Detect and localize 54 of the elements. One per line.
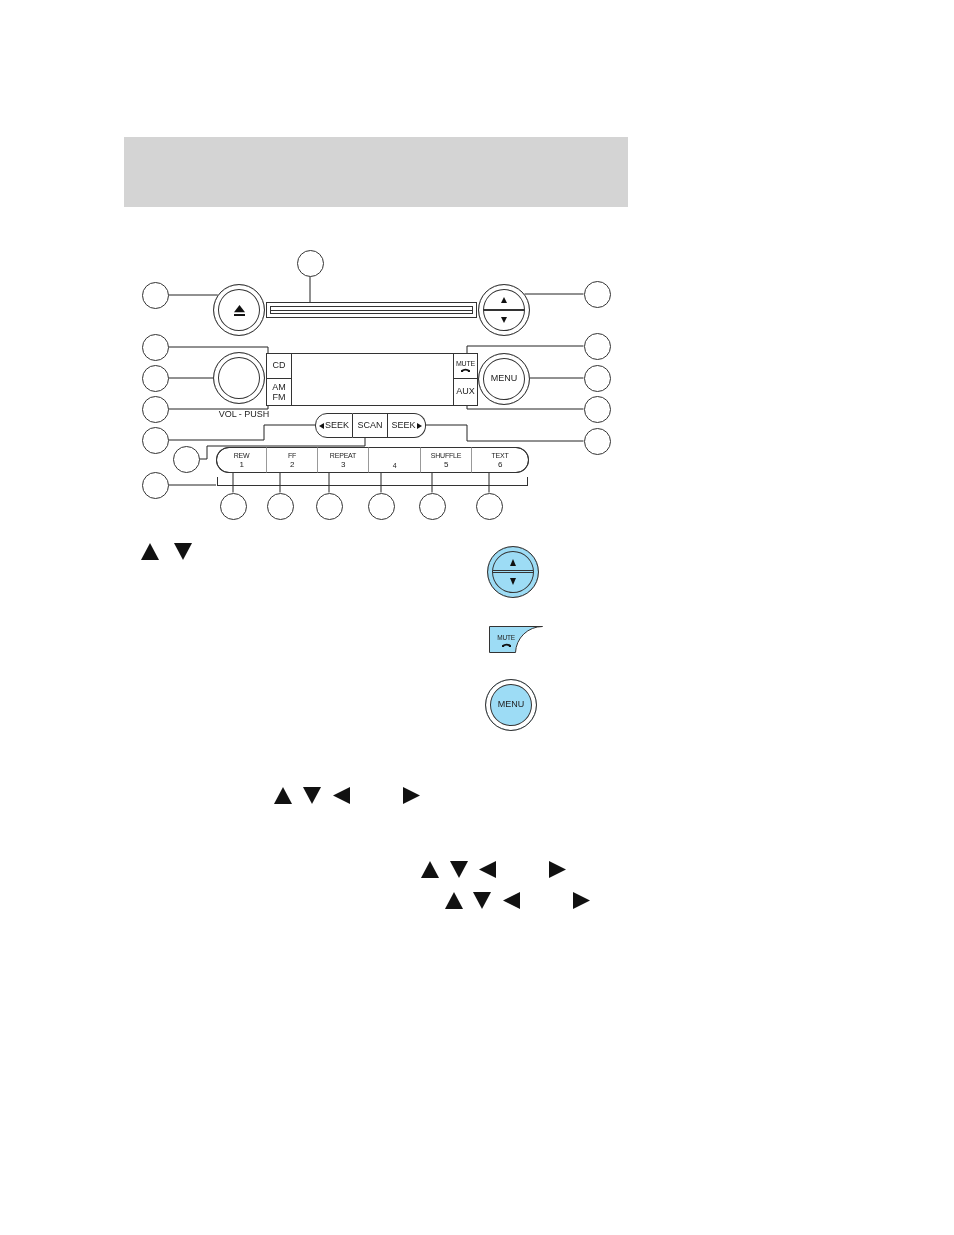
leader-line <box>425 424 584 442</box>
callout-circle <box>219 492 247 520</box>
leader-line <box>232 472 234 493</box>
disc-slot <box>266 302 477 318</box>
callout-circle <box>583 280 611 308</box>
callout-circle <box>172 445 200 473</box>
leader-line <box>380 472 382 493</box>
up-down-button <box>487 546 539 598</box>
callout-circle <box>141 281 169 309</box>
leader-line <box>328 472 330 493</box>
leader-line <box>466 345 584 354</box>
callout-circle <box>141 333 169 361</box>
callout-circle <box>475 492 503 520</box>
callout-circle <box>141 471 169 499</box>
aux-button: AUX <box>453 379 478 406</box>
callout-circle <box>583 427 611 455</box>
scan-button: SCAN <box>353 413 388 438</box>
leader-line <box>168 294 219 296</box>
display-screen <box>291 353 454 406</box>
callout-circle <box>367 492 395 520</box>
callout-circle <box>583 364 611 392</box>
leader-line <box>524 293 584 295</box>
leader-line <box>168 377 214 379</box>
cd-button: CD <box>266 353 292 379</box>
leader-line <box>168 346 269 354</box>
leader-line <box>168 424 316 441</box>
leader-line <box>309 276 311 303</box>
callout-circle <box>141 395 169 423</box>
volume-knob <box>213 352 265 404</box>
am-fm-button: AM FM <box>266 379 292 406</box>
knob-caption: VOL - PUSH <box>217 410 271 420</box>
seek-back-button: SEEK <box>315 413 353 438</box>
preset-button-strip <box>216 447 529 486</box>
leader-line <box>168 484 217 486</box>
leader-line <box>488 472 490 493</box>
leader-line <box>279 472 281 493</box>
callout-circle <box>583 332 611 360</box>
callout-circle <box>141 426 169 454</box>
menu-button: MENU <box>478 353 530 405</box>
callout-circle <box>266 492 294 520</box>
callout-circle <box>418 492 446 520</box>
seek-forward-button: SEEK <box>388 413 426 438</box>
callout-circle <box>315 492 343 520</box>
up-down-button <box>478 284 530 336</box>
menu-button: MENU <box>485 679 537 731</box>
leader-line <box>466 405 584 410</box>
leader-line <box>168 405 269 410</box>
callout-circle <box>141 364 169 392</box>
callout-circle <box>583 395 611 423</box>
leader-line <box>431 472 433 493</box>
leader-line <box>529 377 584 379</box>
callout-circle <box>296 249 324 277</box>
eject-button <box>213 284 265 336</box>
leader-line <box>199 437 366 460</box>
